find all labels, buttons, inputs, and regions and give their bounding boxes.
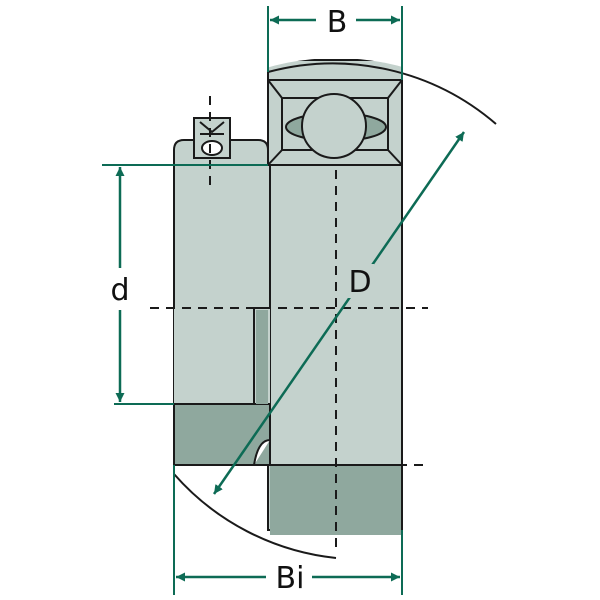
label-B: B	[327, 5, 348, 40]
set-screw	[193, 117, 231, 159]
ball	[301, 93, 367, 159]
label-D: D	[348, 265, 371, 300]
dim-D	[212, 131, 466, 495]
label-d: d	[110, 273, 129, 308]
dimension-arrows	[115, 15, 466, 582]
label-Bi: Bi	[276, 561, 305, 596]
outer-diameter-arc	[267, 62, 497, 125]
bore-section	[174, 308, 270, 404]
lower-arc	[173, 473, 337, 559]
